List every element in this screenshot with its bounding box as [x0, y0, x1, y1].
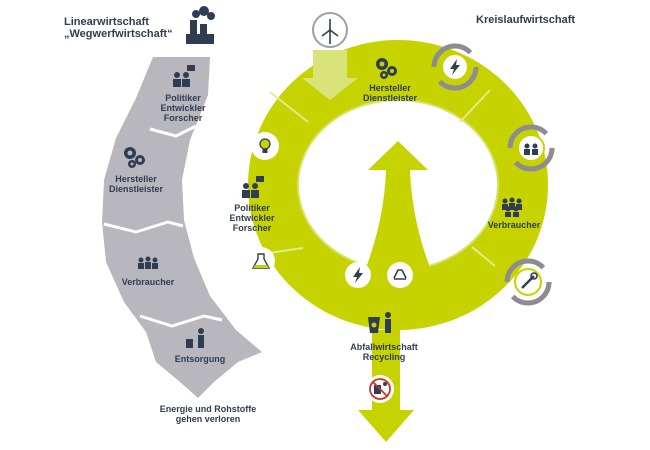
green-ring: [248, 40, 549, 330]
recycle-icon: [387, 262, 413, 288]
label-line: Forscher: [163, 113, 203, 123]
factory-icon: [186, 6, 215, 44]
flask-icon: [247, 247, 275, 275]
circular-economy-ring: [242, 12, 549, 442]
label-line: gehen verloren: [175, 414, 241, 424]
label-line: Verbraucher: [487, 220, 541, 230]
group-icon: [138, 256, 158, 269]
label-line: Energie und Rohstoffe: [159, 404, 257, 414]
linear-title: Linearwirtschaft „Wegwerfwirtschaft“: [64, 16, 173, 40]
no-dumping-icon: [366, 375, 394, 403]
circular-stage-label: Verbraucher: [484, 220, 544, 230]
recycling-bin-icon: [368, 312, 391, 333]
linear-stage-label: Entsorgung: [170, 354, 230, 364]
people-meeting-icon: [173, 65, 195, 87]
people-meeting-icon: [242, 176, 264, 198]
circular-stage-label: Abfallwirtschaft Recycling: [344, 342, 424, 362]
label-line: Forscher: [232, 223, 272, 233]
linear-separator: [139, 314, 223, 328]
trash-person-icon: [186, 328, 204, 348]
label-line: Hersteller: [115, 174, 157, 184]
linear-economy-band: [102, 6, 262, 398]
ring-separator: [269, 91, 309, 123]
linear-stage-label: Verbraucher: [112, 277, 184, 287]
central-upward-arrow: [356, 141, 440, 292]
group-icon: [502, 197, 522, 217]
linear-stage-label: Politiker Entwickler Forscher: [148, 93, 218, 123]
people-cycle-icon: [507, 124, 555, 172]
circular-stage-label: Hersteller Dienstleister: [352, 83, 428, 103]
linear-band-shape: [102, 57, 262, 398]
label-line: Hersteller: [369, 83, 411, 93]
resource-loss-label: Energie und Rohstoffe gehen verloren: [148, 404, 268, 424]
label-line: Entwickler: [160, 103, 206, 113]
label-line: Verbraucher: [121, 277, 175, 287]
label-line: Entsorgung: [174, 354, 226, 364]
label-line: Dienstleister: [108, 184, 164, 194]
linear-separator: [103, 220, 184, 234]
gears-icon: [376, 58, 397, 79]
lightning-icon: [345, 262, 371, 288]
repair-cycle-icon: [504, 258, 552, 306]
gears-icon: [124, 147, 145, 168]
label-line: Politiker: [234, 203, 270, 213]
wind-turbine-icon: [312, 12, 348, 48]
label-line: Abfallwirtschaft: [350, 342, 418, 352]
energy-cycle-icon: [431, 43, 479, 91]
wind-inflow-arrow: [302, 50, 358, 100]
linear-title-line1: Linearwirtschaft: [64, 16, 149, 28]
label-line: Politiker: [165, 93, 201, 103]
linear-separator: [149, 124, 197, 138]
linear-stage-label: Hersteller Dienstleister: [98, 174, 174, 194]
ring-separator: [459, 89, 491, 123]
lightbulb-icon: [251, 132, 279, 160]
label-line: Recycling: [362, 352, 406, 362]
label-line: Dienstleister: [362, 93, 418, 103]
label-line: Entwickler: [229, 213, 275, 223]
circular-stage-label: Politiker Entwickler Forscher: [220, 203, 284, 233]
linear-title-line2: „Wegwerfwirtschaft“: [64, 28, 173, 40]
circular-title: Kreislaufwirtschaft: [476, 14, 576, 26]
ring-separator: [471, 246, 496, 267]
